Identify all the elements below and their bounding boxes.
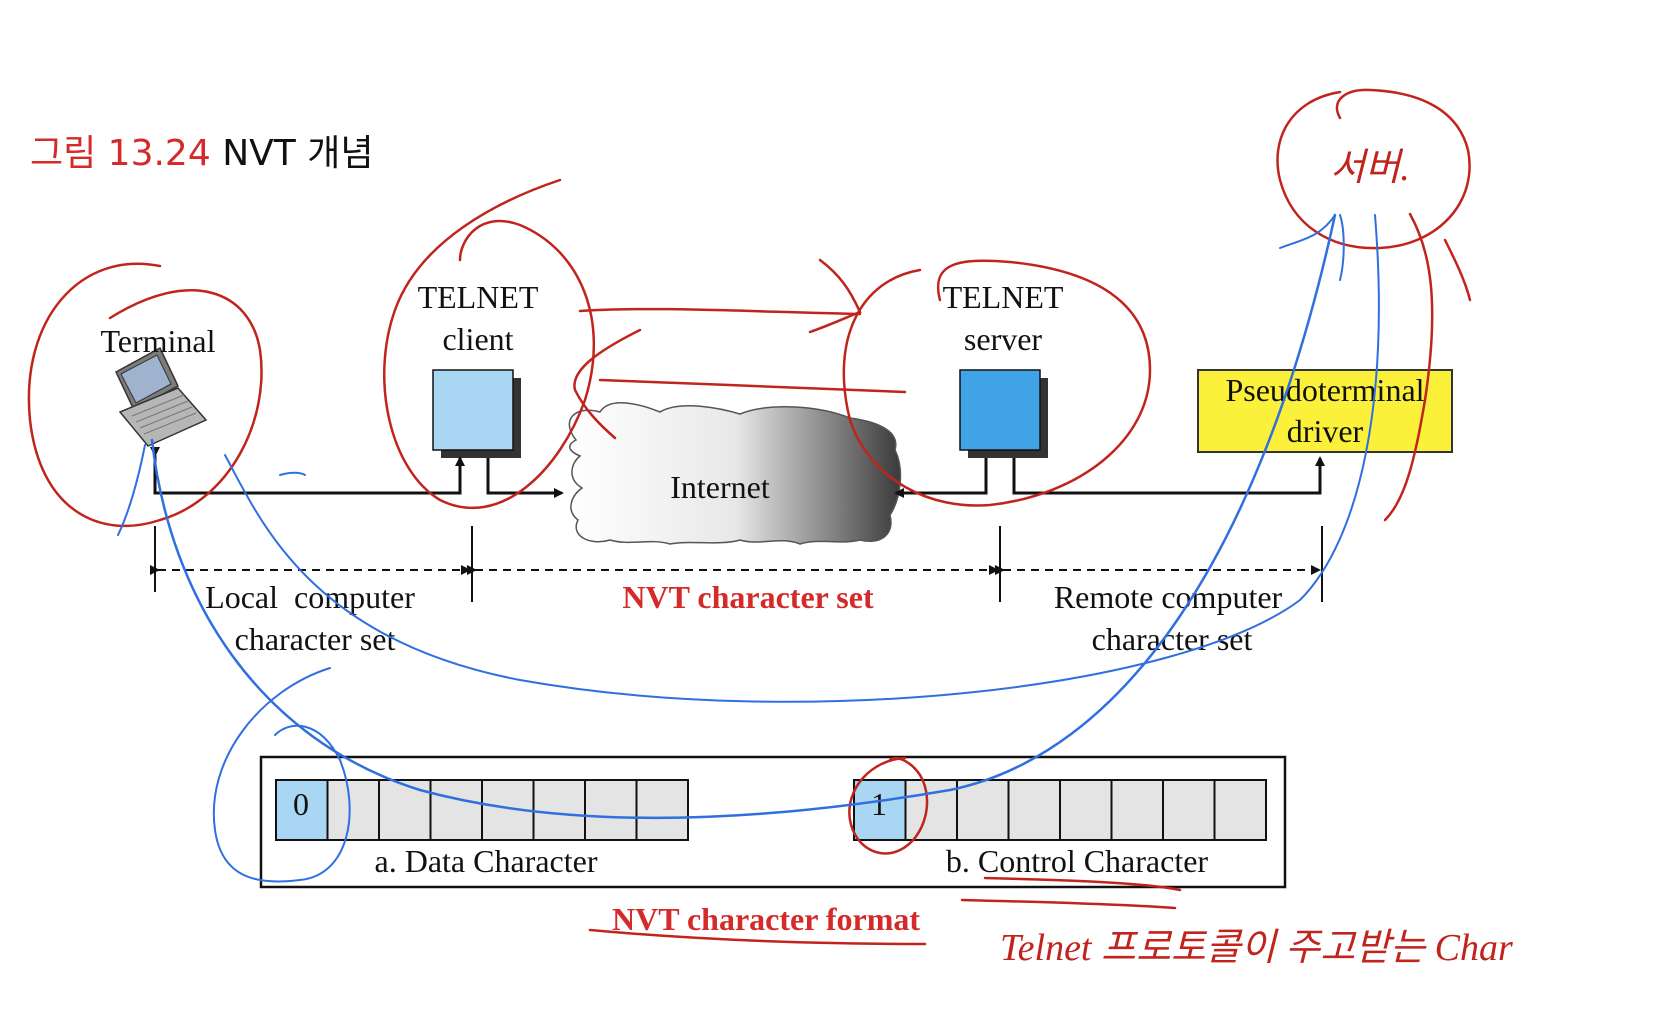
figure-number: 그림 13.24	[30, 133, 211, 174]
bottom-note: Telnet 프로토콜이 주고받는 Char	[1000, 927, 1513, 969]
control-character-cells	[853, 779, 1267, 841]
server-label-line2: server	[964, 321, 1043, 357]
client-label-line1: TELNET	[418, 279, 539, 315]
control-bit-cell-2	[956, 779, 1010, 841]
client-circle	[383, 178, 595, 510]
pseudo-label-line1: Pseudoterminal	[1225, 372, 1424, 408]
arrow-from-server	[598, 378, 907, 394]
data-bit-circle	[212, 667, 351, 883]
data-bit-cell-6	[584, 779, 638, 841]
data-bit-cell-7	[635, 779, 689, 841]
internet-cloud	[568, 402, 902, 545]
server-note-circle	[1276, 88, 1471, 250]
figure-caption: NVT 개념	[222, 133, 374, 174]
format-caption: NVT character format	[612, 901, 920, 937]
server-label-line1: TELNET	[943, 279, 1064, 315]
data-bit-cell-1	[326, 779, 380, 841]
data-bit-cell-3	[429, 779, 483, 841]
pseudoterminal-box	[1197, 369, 1453, 453]
blue-ink-annotations	[117, 213, 1380, 883]
control-bit: 1	[871, 786, 887, 822]
arrow-to-server	[578, 307, 862, 316]
telnet-client-box	[432, 369, 514, 451]
data-bit-cell-5	[532, 779, 586, 841]
internet-label: Internet	[670, 469, 770, 505]
control-bit-cell-4	[1059, 779, 1113, 841]
server-circle	[842, 259, 1152, 507]
connection-lines	[150, 447, 1325, 498]
remote-range-line1: Remote computer	[1054, 579, 1283, 615]
data-bit: 0	[293, 786, 309, 822]
control-bit-cell-5	[1110, 779, 1164, 841]
client-label-line2: client	[442, 321, 513, 357]
data-character-cells	[275, 779, 689, 841]
telnet-server-box	[959, 369, 1041, 451]
control-bit-cell-3	[1007, 779, 1061, 841]
local-range-line2: character set	[235, 621, 396, 657]
nvt-range-label: NVT character set	[622, 579, 874, 615]
terminal-circle	[27, 262, 263, 528]
terminal-label: Terminal	[100, 323, 215, 359]
pseudo-label-line2: driver	[1287, 413, 1364, 449]
range-dimension-lines	[150, 526, 1323, 602]
data-bit-cell-0	[275, 779, 329, 841]
data-character-label: a. Data Character	[375, 843, 598, 879]
data-bit-cell-2	[378, 779, 432, 841]
local-range-line1: Local computer	[205, 579, 415, 615]
control-bit-circle	[848, 756, 929, 855]
control-bit-cell-7	[1213, 779, 1267, 841]
figure-title: 그림 13.24 NVT 개념	[30, 124, 373, 176]
format-underline	[588, 928, 927, 946]
laptop-icon	[115, 346, 208, 447]
server-note: 서버.	[1330, 147, 1409, 189]
control-character-label: b. Control Character	[946, 843, 1208, 879]
red-ink-annotations	[27, 88, 1472, 946]
control-bit-cell-6	[1162, 779, 1216, 841]
